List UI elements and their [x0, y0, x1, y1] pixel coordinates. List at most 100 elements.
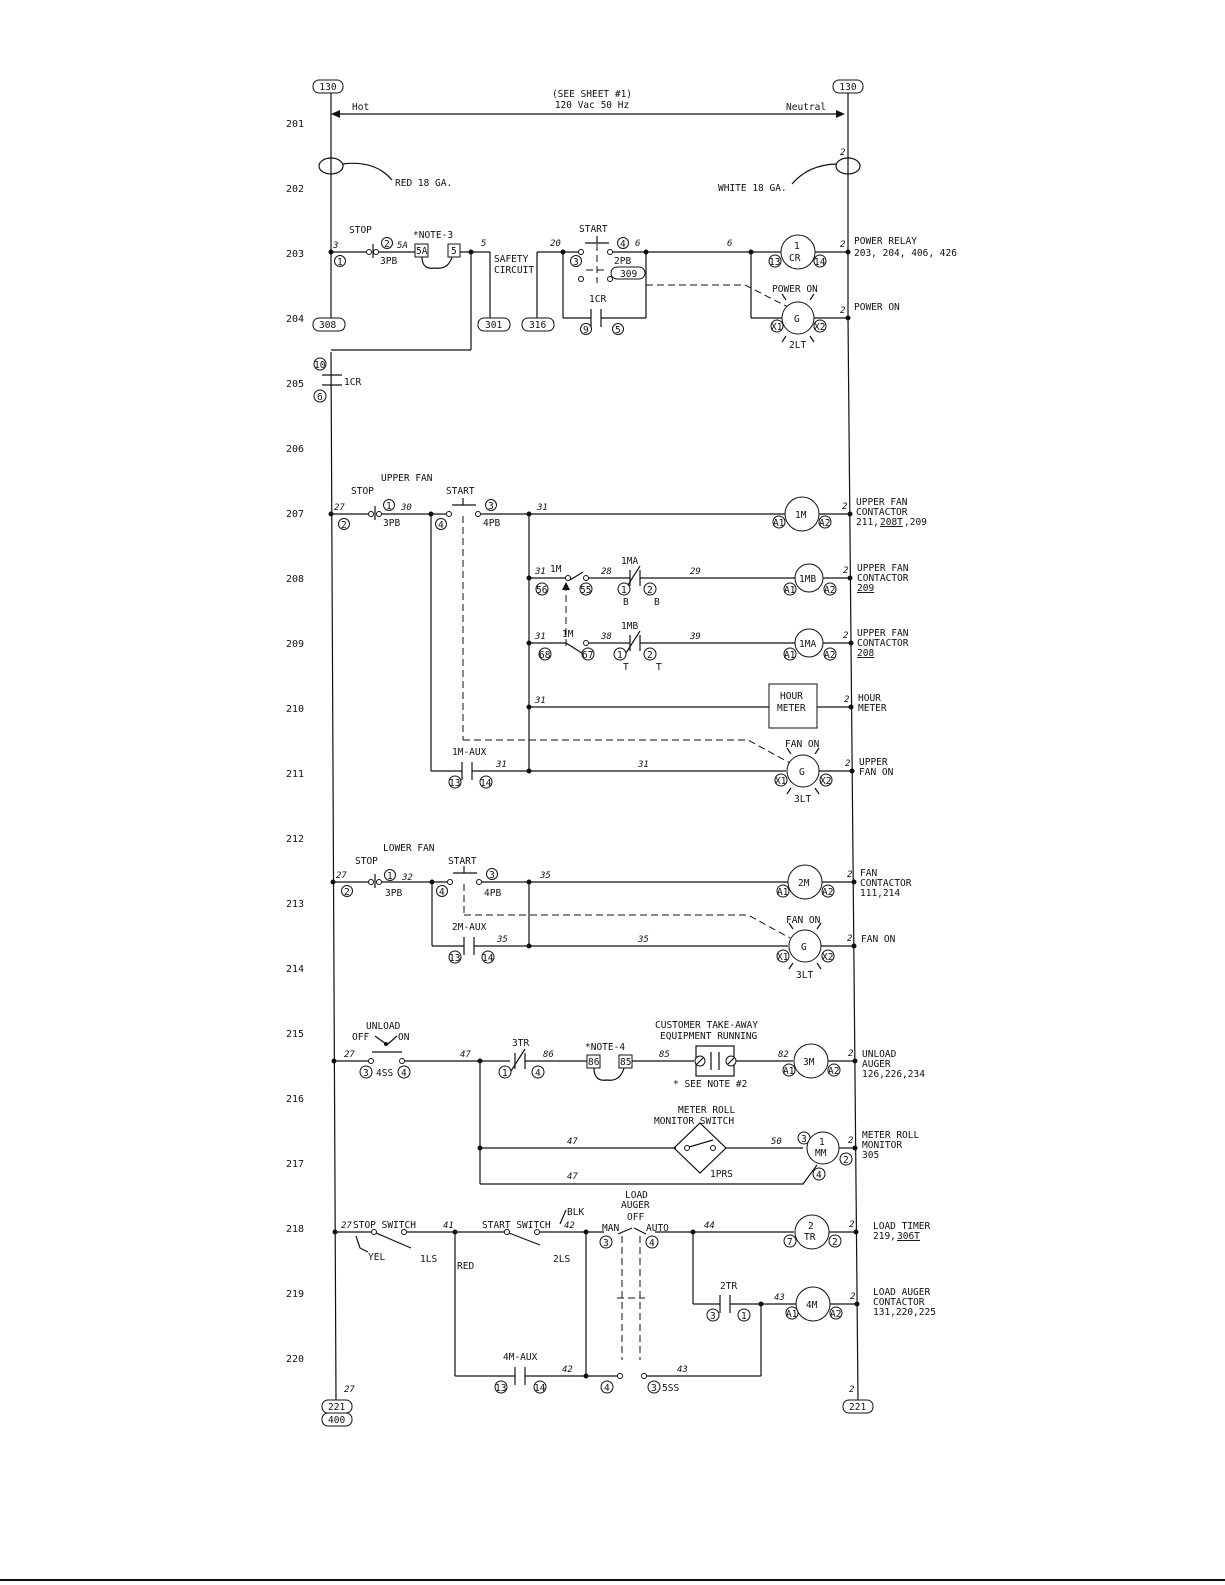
wire-number: 2 [840, 148, 845, 158]
line-number: 202 [286, 184, 304, 195]
rung-215: 27 UNLOAD OFF ON 3 4SS 4 47 3TR 1 4 86 *… [331, 1020, 925, 1184]
terminal: X2 [822, 952, 833, 963]
terminal: 2 [384, 239, 390, 250]
wire-number: 35 [637, 935, 649, 945]
contactor-desc-1: UPPER FAN [856, 497, 908, 508]
rung-203: 3 1 2 STOP 3PB 5A *NOTE-3 5A 5 5 SAFETY … [312, 224, 957, 351]
rung-213: 27 2 STOP LOWER FAN 1 3PB 32 4 START 3 4… [330, 843, 912, 946]
wire-number: 42 [564, 1221, 575, 1231]
terminal: 14 [480, 778, 492, 789]
tr-label: TR [804, 1232, 816, 1243]
terminal: 3 [651, 1383, 657, 1394]
wire-number: 2 [843, 566, 848, 576]
power-rails: RED 18 GA. WHITE 18 GA. 2 [318, 93, 861, 1401]
terminal: A2 [824, 585, 835, 596]
line-number: 218 [286, 1224, 304, 1235]
wire-number: 5A [397, 241, 408, 251]
wire-number: 2 [849, 1385, 854, 1395]
wire-number: 31 [536, 503, 548, 513]
contactor-desc-2: CONTACTOR [857, 573, 909, 584]
mb-contact-label: 1MB [621, 621, 638, 632]
wire-number: 39 [689, 632, 701, 642]
wire-number: 85 [659, 1050, 670, 1060]
tag-221-right: 221 [849, 1402, 866, 1413]
terminal: A1 [784, 585, 796, 596]
footer-tags: 221 400 221 [321, 1399, 874, 1427]
terminal: 9 [583, 325, 589, 336]
contactor-desc-2: CONTACTOR [856, 507, 908, 518]
wire-number: 44 [704, 1221, 715, 1231]
rung-205: 10 1CR 6 [313, 357, 361, 403]
wire-number: 31 [534, 567, 546, 577]
white-wire-label: WHITE 18 GA. [718, 183, 787, 194]
terminal: 4 [438, 520, 444, 531]
line-numbers: 201 202 203 204 205 206 207 208 209 210 … [286, 119, 304, 1365]
selector-5ss: 5SS [662, 1383, 679, 1394]
upper-fan-on-desc-2: FAN ON [859, 767, 894, 778]
terminal: A2 [824, 650, 835, 661]
upper-fan-on-desc-1: UPPER [859, 757, 888, 768]
coil-label: 1MA [799, 639, 816, 650]
wire-number: 2 [848, 1136, 853, 1146]
line-number: 219 [286, 1289, 304, 1300]
terminal-86: 86 [588, 1057, 600, 1068]
load-timer-desc-2a: 219, [873, 1231, 896, 1242]
terminal: B [654, 597, 660, 608]
terminal: 2 [341, 520, 347, 531]
wire-number: 27 [336, 871, 347, 881]
rung-218: 27 STOP SWITCH YEL 1LS 41 RED START SWIT… [332, 1190, 930, 1376]
wire-number: 43 [774, 1293, 785, 1303]
off-label: OFF [352, 1032, 369, 1043]
terminal: 13 [769, 257, 780, 268]
contactor-desc-1: UPPER FAN [857, 563, 909, 574]
lamp-g: G [799, 767, 805, 778]
auger-label: AUGER [621, 1200, 650, 1211]
terminal: X1 [771, 322, 783, 333]
safety-label-2: CIRCUIT [494, 265, 534, 276]
start-label: START [446, 486, 475, 497]
wire-number: 20 [550, 239, 561, 249]
meter-roll-desc-1: METER ROLL [862, 1130, 919, 1141]
tag-221-left: 221 [328, 1402, 345, 1413]
bottom-rule [0, 1579, 1225, 1581]
fan-on-desc: FAN ON [861, 934, 896, 945]
ma-contact-label: 1MA [621, 556, 638, 567]
terminal: 56 [536, 585, 548, 596]
note3-label: *NOTE-3 [413, 230, 453, 241]
wire-number: 2 [847, 870, 852, 880]
contactor-desc-3c: ,209 [904, 517, 927, 528]
wire-number: 2 [847, 934, 852, 944]
yel-label: YEL [368, 1252, 385, 1263]
tr-number: 2 [808, 1221, 814, 1232]
wire-number: 30 [400, 503, 412, 513]
pb-label: 3PB [385, 888, 402, 899]
terminal-5: 5 [451, 246, 457, 257]
contactor-desc-3: 208 [857, 648, 874, 659]
wire-number: 31 [534, 696, 546, 706]
see-sheet-note: (SEE SHEET #1) [552, 89, 632, 100]
rung-208: 31 1M 56 55 28 1MA 1 2 B B 29 1MB A1 A2 … [526, 556, 909, 650]
terminal: 2 [344, 887, 350, 898]
customer-label-1: CUSTOMER TAKE-AWAY [655, 1020, 758, 1031]
start-switch-label: START SWITCH [482, 1220, 551, 1231]
off-label: OFF [627, 1212, 644, 1223]
see-note-2: * SEE NOTE #2 [673, 1079, 747, 1090]
wire-number: 35 [496, 935, 508, 945]
terminal: 4 [620, 239, 626, 250]
wire-number: 82 [778, 1050, 789, 1060]
terminal: 3 [573, 257, 579, 268]
rung-219: 2TR 3 1 43 4M A1 A2 2 LOAD AUGER CONTACT… [693, 1281, 936, 1376]
wire-number: 27 [334, 503, 345, 513]
lamp-g: G [801, 942, 807, 953]
contactor-desc-2: CONTACTOR [860, 878, 912, 889]
terminal: 4 [816, 1170, 822, 1181]
terminal: 3 [801, 1134, 807, 1145]
lower-fan-title: LOWER FAN [383, 843, 435, 854]
terminal: A1 [783, 1066, 795, 1077]
supply-voltage: 120 Vac 50 Hz [555, 100, 629, 111]
wire-number: 31 [495, 760, 507, 770]
red-label: RED [457, 1261, 474, 1272]
hour-meter-label-2: METER [777, 703, 806, 714]
contactor-desc-3b: 208T [880, 517, 903, 528]
